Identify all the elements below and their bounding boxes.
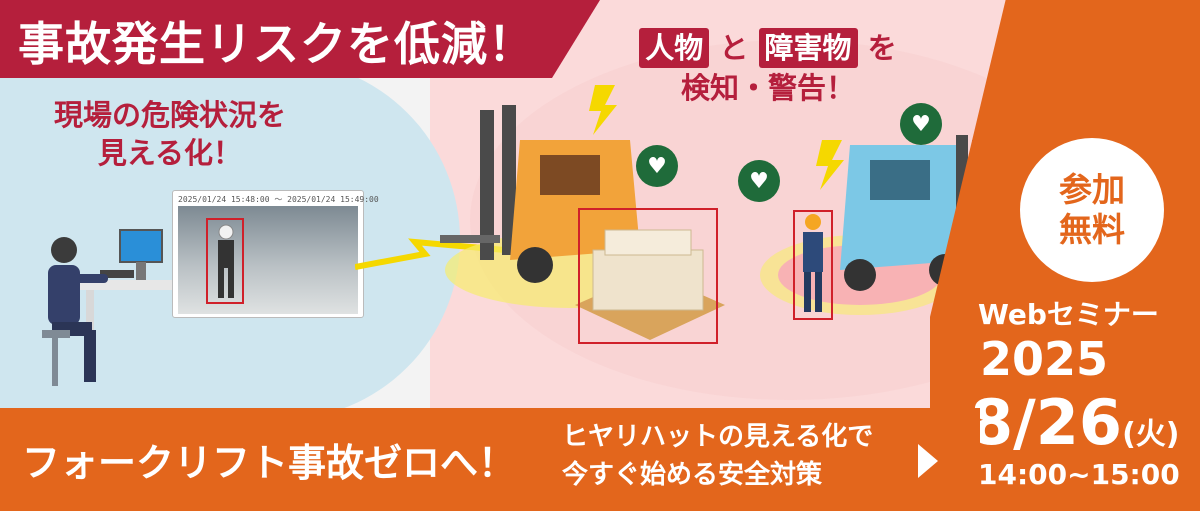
camera-detection-box xyxy=(206,218,244,304)
left-caption: 現場の危険状況を 見える化！ xyxy=(20,96,320,172)
event-weekday: (火) xyxy=(1122,417,1180,452)
play-arrow-icon[interactable] xyxy=(918,444,938,478)
free-line1: 参加 xyxy=(1059,170,1125,209)
heart-icon: ♥ xyxy=(738,160,780,202)
webinar-label: Webセミナー xyxy=(978,298,1159,331)
tag-person: 人物 xyxy=(639,28,710,68)
headline: 事故発生リスクを低減！ xyxy=(18,17,535,71)
event-date-value: 8/26 xyxy=(970,386,1123,459)
detect-line1: 人物 と 障害物 を xyxy=(618,28,918,68)
bottom-headline: フォークリフト事故ゼロへ！ xyxy=(22,441,517,485)
obstacle-detection-box xyxy=(578,208,718,344)
bottom-sub-line1: ヒヤリハットの見える化で xyxy=(562,422,874,452)
free-line2: 無料 xyxy=(1059,210,1125,249)
heart-icon: ♥ xyxy=(900,103,942,145)
detect-and: と xyxy=(719,31,749,65)
camera-feed-image xyxy=(178,206,358,314)
bottom-subtext: ヒヤリハットの見える化で 今すぐ始める安全対策 xyxy=(562,418,873,494)
headline-ribbon xyxy=(0,0,600,78)
event-time: 14:00~15:00 xyxy=(978,458,1180,491)
detect-caption: 人物 と 障害物 を 検知・警告！ xyxy=(618,28,918,108)
bottom-bar xyxy=(0,408,980,511)
event-year: 2025 xyxy=(980,332,1109,386)
warning-bolt-icon xyxy=(589,85,617,135)
camera-timestamp: 2025/01/24 15:48:00 〜 2025/01/24 15:49:0… xyxy=(178,195,379,204)
signal-bolt-icon xyxy=(355,238,505,270)
detect-wo: を xyxy=(867,31,897,65)
bottom-sub-line2: 今すぐ始める安全対策 xyxy=(562,460,823,490)
left-caption-line2: 見える化！ xyxy=(97,136,243,170)
boxes-on-pallet xyxy=(575,229,725,340)
heart-icon: ♥ xyxy=(636,145,678,187)
tag-obstacle: 障害物 xyxy=(758,28,858,68)
free-badge: 参加 無料 xyxy=(1020,138,1164,282)
worker-in-camera xyxy=(218,224,234,298)
office-worker-illustration xyxy=(42,229,180,386)
event-date: 8/26(火) xyxy=(970,388,1180,470)
warning-bolt-icon xyxy=(816,140,844,190)
left-caption-line1: 現場の危険状況を xyxy=(53,98,286,132)
person-detection-box xyxy=(793,210,833,320)
worker-figure xyxy=(803,214,823,312)
detect-line2: 検知・警告！ xyxy=(680,71,855,105)
